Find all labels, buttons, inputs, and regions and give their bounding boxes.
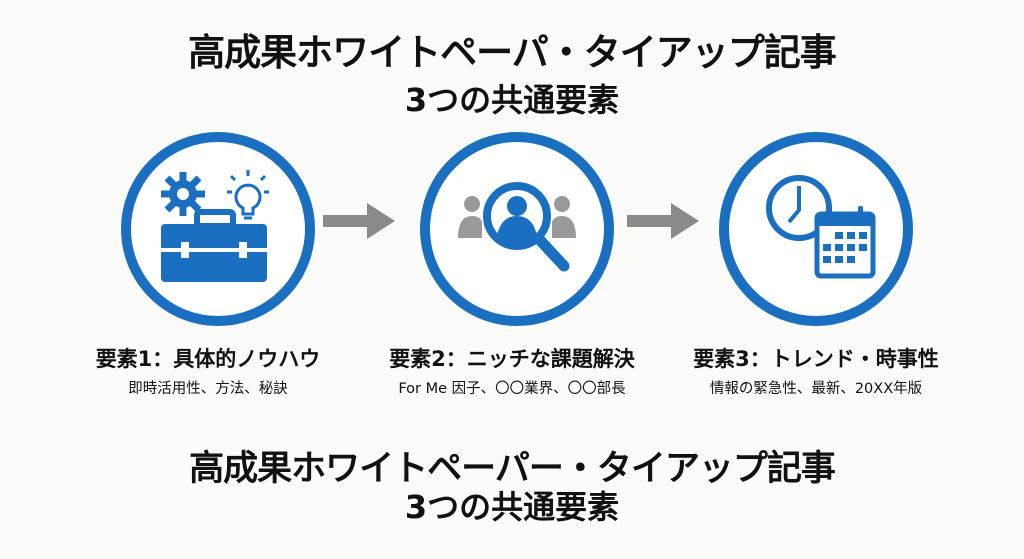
toolbox-gear-lightbulb-icon <box>161 170 269 282</box>
element-1-circle <box>121 132 315 326</box>
page-subtitle: 3つの共通要素 <box>404 81 620 119</box>
page-title: 高成果ホワイトペーパ・タイアップ記事 <box>188 31 837 74</box>
element-3-description: 情報の緊急性、最新、20XX年版 <box>709 381 923 397</box>
element-3-label: 要素3：トレンド・時事性 <box>693 347 939 371</box>
element-1-description: 即時活用性、方法、秘訣 <box>128 381 288 397</box>
element-2-label: 要素2：ニッチな課題解決 <box>389 347 635 371</box>
magnifier-user-icon <box>458 182 576 272</box>
element-2-description: For Me 因子、〇〇業界、〇〇部長 <box>398 381 626 397</box>
footer-title: 高成果ホワイトペーパー・タイアップ記事 <box>189 449 836 489</box>
element-3-circle <box>719 132 913 326</box>
arrow-right-icon <box>627 203 699 239</box>
clock-calendar-icon <box>766 175 876 279</box>
footer-subtitle: 3つの共通要素 <box>404 488 620 526</box>
arrow-right-icon <box>323 203 395 239</box>
element-1-label: 要素1：具体的ノウハウ <box>95 347 321 371</box>
element-2-circle <box>420 132 614 326</box>
